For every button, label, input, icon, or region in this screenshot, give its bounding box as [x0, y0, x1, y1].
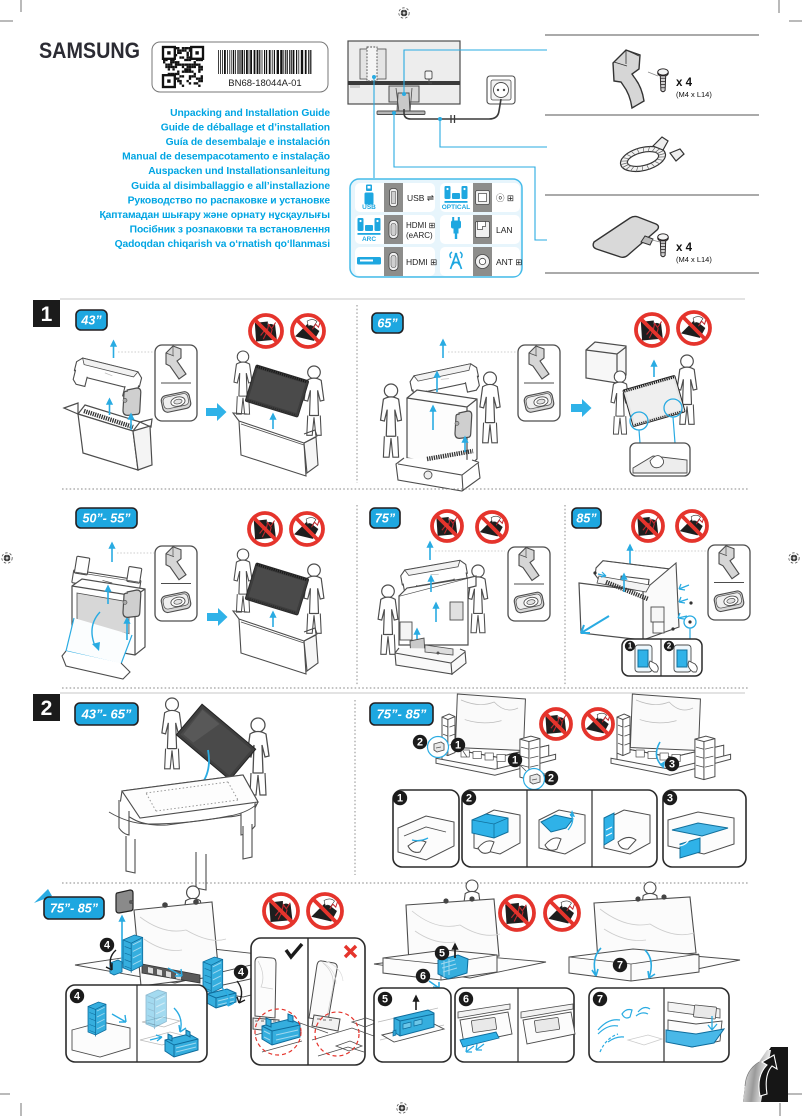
svg-text:65”: 65”: [377, 317, 398, 331]
svg-text:OPTICAL: OPTICAL: [442, 204, 471, 211]
svg-text:ANT ⊞: ANT ⊞: [496, 257, 522, 267]
svg-text:1: 1: [41, 303, 53, 326]
svg-text:USB ⇌: USB ⇌: [407, 193, 435, 203]
svg-text:ARC: ARC: [362, 236, 376, 243]
svg-text:SAMSUNG: SAMSUNG: [39, 38, 140, 63]
svg-text:HDMI ⊞: HDMI ⊞: [406, 257, 437, 267]
svg-text:1: 1: [512, 755, 518, 767]
svg-text:Guide de déballage et d’instal: Guide de déballage et d’installation: [161, 123, 330, 134]
svg-text:75”- 85”: 75”- 85”: [377, 707, 427, 722]
svg-text:2: 2: [548, 773, 554, 785]
svg-text:5: 5: [439, 948, 445, 960]
svg-text:(M4 x L14): (M4 x L14): [676, 90, 712, 99]
svg-text:Auspacken und Installationsanl: Auspacken und Installationsanleitung: [148, 166, 330, 177]
svg-text:(eARC): (eARC): [406, 231, 433, 240]
svg-text:x 4: x 4: [676, 77, 693, 89]
svg-text:5: 5: [382, 994, 388, 1006]
svg-text:4: 4: [238, 967, 244, 979]
svg-text:Unpacking and Installation Gui: Unpacking and Installation Guide: [170, 108, 330, 119]
svg-text:85”: 85”: [576, 512, 597, 526]
svg-text:75”- 85”: 75”- 85”: [50, 902, 99, 916]
svg-text:2: 2: [667, 642, 672, 651]
svg-text:Manual de desempacotamento e i: Manual de desempacotamento e instalação: [122, 152, 330, 163]
svg-text:1: 1: [628, 642, 633, 651]
svg-text:7: 7: [617, 960, 623, 972]
svg-text:(M4 x L14): (M4 x L14): [676, 255, 712, 264]
svg-text:USB: USB: [362, 204, 376, 211]
svg-text:43”- 65”: 43”- 65”: [81, 707, 132, 722]
svg-text:HDMI ⊞: HDMI ⊞: [406, 221, 435, 230]
svg-text:4: 4: [74, 991, 80, 1003]
svg-text:x 4: x 4: [676, 242, 693, 254]
svg-text:ⓞ ⊞: ⓞ ⊞: [496, 193, 514, 203]
svg-text:4: 4: [104, 940, 110, 952]
svg-text:2: 2: [466, 793, 472, 805]
svg-text:6: 6: [463, 994, 469, 1006]
svg-text:2: 2: [417, 737, 423, 749]
svg-text:6: 6: [420, 971, 426, 983]
svg-text:Руководство по распаковке и ус: Руководство по распаковке и установке: [128, 195, 331, 206]
svg-text:LAN: LAN: [496, 225, 513, 235]
svg-text:50”- 55”: 50”- 55”: [83, 512, 132, 526]
svg-text:Qadoqdan chiqarish va o‘rnatis: Qadoqdan chiqarish va o‘rnatish qo‘llanm…: [115, 239, 331, 250]
svg-text:43”: 43”: [80, 314, 102, 328]
svg-text:1: 1: [455, 740, 461, 752]
svg-text:Посібник з розпаковки та встан: Посібник з розпаковки та встановлення: [130, 223, 330, 235]
svg-text:Guida al disimballaggio e all’: Guida al disimballaggio e all’installazi…: [131, 181, 330, 192]
svg-text:75”: 75”: [375, 512, 396, 526]
svg-text:3: 3: [667, 793, 673, 805]
svg-text:7: 7: [597, 994, 603, 1006]
svg-text:Guía de desembalaje e instalac: Guía de desembalaje e instalación: [166, 137, 330, 148]
svg-text:3: 3: [669, 759, 675, 771]
svg-text:2: 2: [41, 697, 53, 720]
svg-text:BN68-18044A-01: BN68-18044A-01: [228, 78, 301, 89]
svg-text:Қаптамадан шығару және орнату: Қаптамадан шығару және орнату нұсқаулығы: [100, 210, 331, 221]
svg-text:1: 1: [397, 793, 403, 805]
